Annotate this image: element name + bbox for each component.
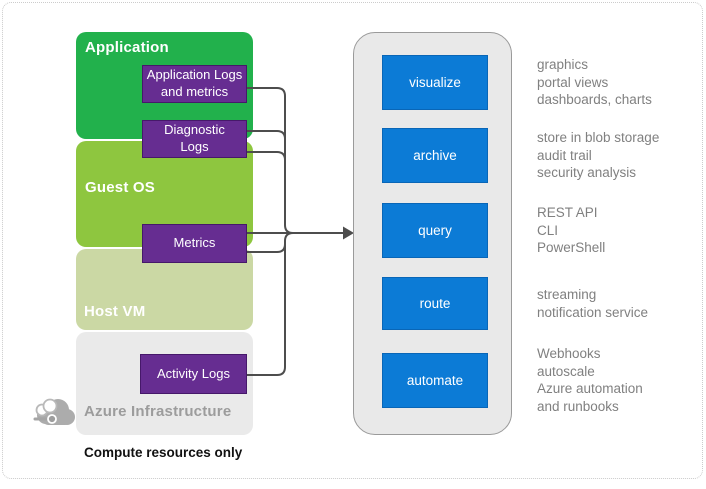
- action-label: query: [418, 223, 452, 238]
- note-line: security analysis: [537, 165, 637, 180]
- action-archive: archive: [382, 128, 488, 183]
- note-line: REST API: [537, 205, 598, 220]
- source-label-line: Application Logs: [146, 67, 243, 83]
- note-line: graphics: [537, 57, 589, 72]
- source-metrics: Metrics: [142, 224, 247, 263]
- note-line: and runbooks: [537, 398, 619, 414]
- note-line: audit trail: [537, 147, 592, 163]
- note-line: streaming: [537, 287, 597, 302]
- note-line: CLI: [537, 222, 559, 238]
- source-label-line: and metrics: [160, 84, 229, 99]
- source-label-line: Activity Logs: [157, 365, 230, 381]
- action-label: automate: [406, 373, 464, 388]
- note-line: dashboards, charts: [537, 92, 652, 107]
- layer-application-label: Application: [85, 39, 169, 56]
- action-query: query: [382, 203, 488, 258]
- footnote-compute-resources: Compute resources only: [84, 445, 243, 460]
- notes-query: REST API CLI PowerShell: [537, 204, 605, 257]
- note-line: Azure automation: [537, 381, 643, 396]
- source-label-line: Metrics: [173, 235, 216, 251]
- notes-route: streaming notification service: [537, 286, 648, 321]
- source-activity-logs: Activity Logs: [140, 354, 247, 394]
- action-label: visualize: [409, 75, 461, 90]
- note-line: autoscale: [537, 363, 595, 379]
- notes-automate: Webhooks autoscale Azure automation and …: [537, 345, 643, 415]
- note-line: store in blob storage: [537, 130, 660, 145]
- cloud-icon: [33, 398, 75, 425]
- source-label-line: Diagnostic: [164, 122, 225, 138]
- note-line: notification service: [537, 304, 649, 320]
- action-automate: automate: [382, 353, 488, 408]
- action-label: archive: [413, 148, 457, 163]
- notes-archive: store in blob storage audit trail securi…: [537, 129, 659, 182]
- layer-host-vm-label: Host VM: [84, 303, 146, 320]
- action-visualize: visualize: [382, 55, 488, 110]
- note-line: PowerShell: [537, 240, 606, 255]
- source-application-logs-and-metrics: Application Logs and metrics: [142, 65, 247, 103]
- note-line: portal views: [537, 74, 609, 90]
- layer-azure-infrastructure-label: Azure Infrastructure: [84, 403, 232, 420]
- layer-guest-os-label: Guest OS: [85, 179, 155, 196]
- action-label: route: [419, 296, 451, 311]
- action-route: route: [382, 277, 488, 330]
- source-diagnostic-logs: Diagnostic Logs: [142, 120, 247, 158]
- note-line: Webhooks: [537, 346, 601, 361]
- source-label-line: Logs: [180, 139, 209, 154]
- notes-visualize: graphics portal views dashboards, charts: [537, 56, 652, 109]
